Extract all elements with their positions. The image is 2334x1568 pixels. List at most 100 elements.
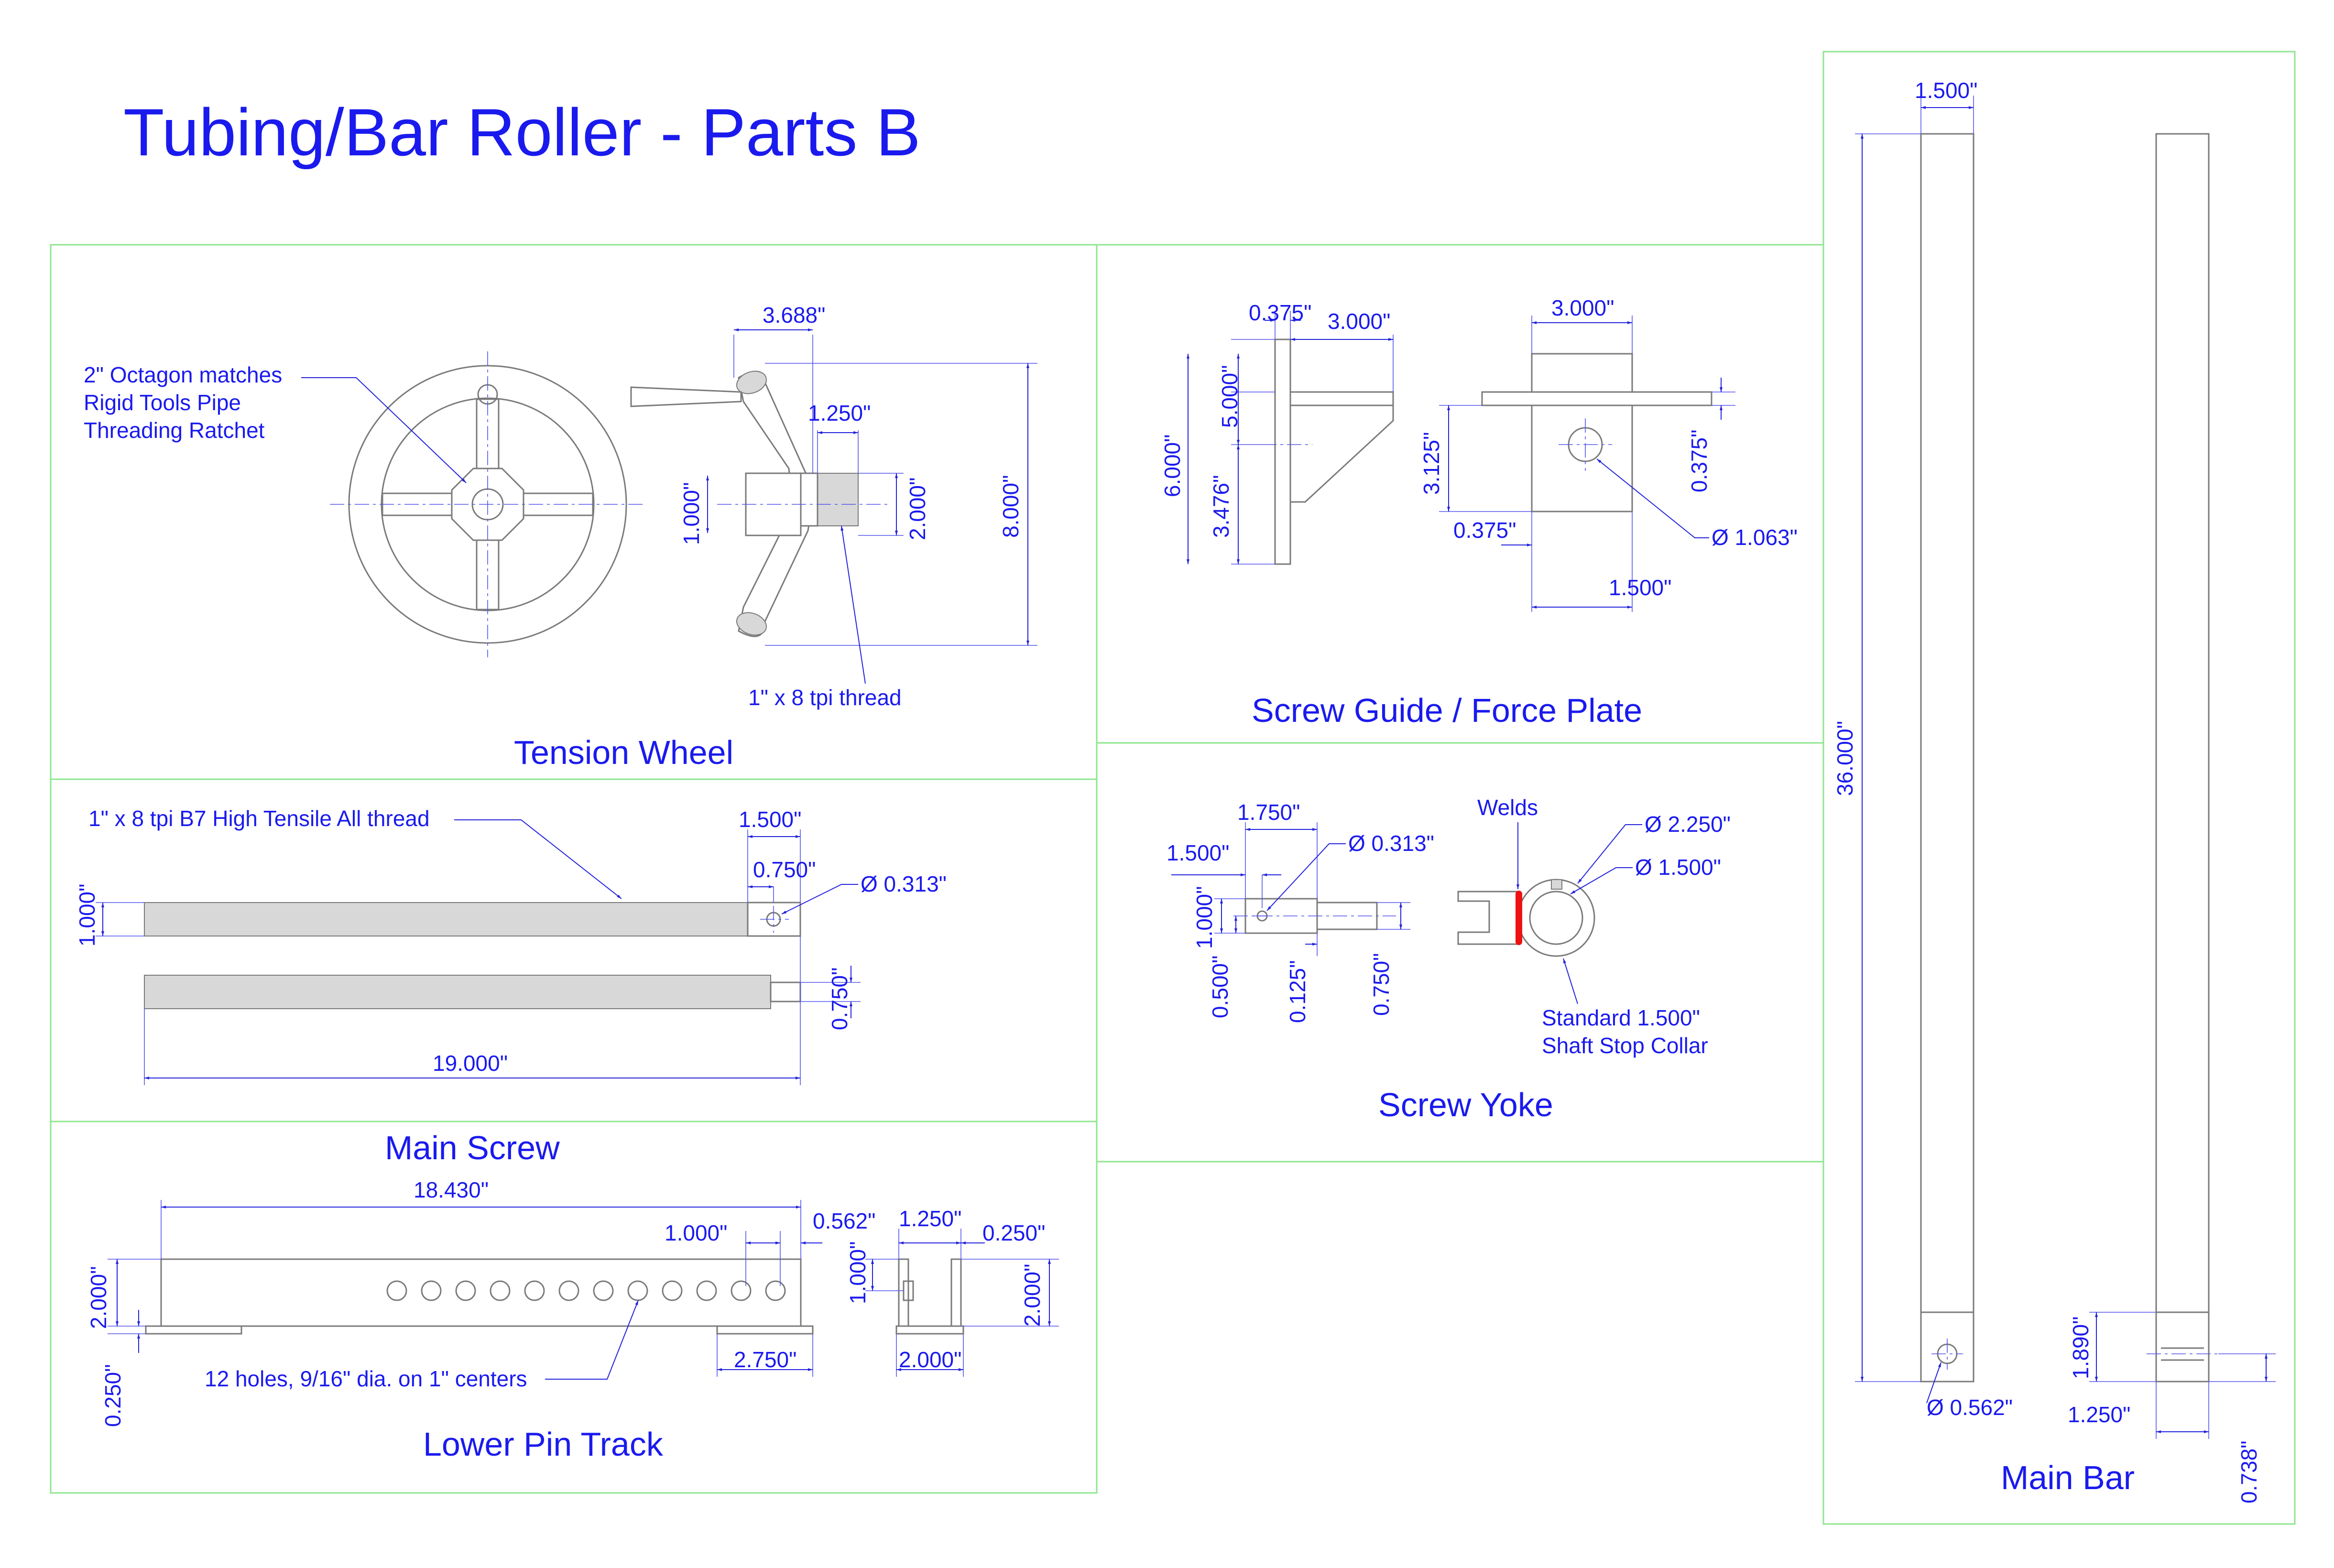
guide-top-flange [1289,391,1394,406]
wheel-thread-stub [817,473,859,526]
track-hole [765,1280,786,1301]
bar-side [2155,133,2210,1383]
screw-dim-length: 19.000" [433,1051,508,1076]
screw-dim-hole-position: 0.750" [753,857,816,882]
lower-pin-track-label: Lower Pin Track [423,1426,664,1463]
bar-dim-hole-dia: Ø 0.562" [1927,1395,2013,1420]
guide-dim-plate-height: 6.000" [1160,435,1185,497]
frame-lower-pin-track [50,1121,1098,1494]
track-end-dim-base: 2.000" [899,1347,961,1372]
track-end-base [895,1325,964,1335]
wheel-collar-side [800,472,818,527]
screw-guide-view: 0.375" 3.000" 6.000" 5.000" 3.476" 3.000… [1160,295,1798,729]
track-end-dim-pin-height: 1.000" [845,1241,870,1304]
tension-wheel-view: 3.688" 1.250" 1.000" 2.000" 8.000" 2" Oc… [84,303,1037,771]
track-foot-left [145,1325,242,1335]
screw-note: 1" x 8 tpi B7 High Tensile All thread [88,806,430,831]
wheel-dim-thread-dia: 1.000" [679,482,704,545]
track-hole [490,1280,511,1301]
yoke-dim-half-height: 0.500" [1208,956,1232,1018]
yoke-note-collar-1: Standard 1.500" [1542,1005,1700,1030]
screw-dim-hole-dia: Ø 0.313" [861,871,947,896]
track-hole [662,1280,683,1301]
wheel-dim-hub-length: 1.250" [808,401,871,425]
track-dim-hole-spacing: 1.000" [665,1220,727,1245]
main-screw-view: 1" x 8 tpi B7 High Tensile All thread 1.… [75,806,947,1166]
frame-main-bar [1822,51,2296,1525]
bar-dim-hole-offset: 0.738" [2236,1441,2261,1503]
track-end-flange-r [950,1258,962,1327]
guide-plate-front [1531,353,1633,512]
track-hole [524,1280,545,1301]
yoke-dim-stub-dia: 0.750" [1369,953,1394,1016]
yoke-note-collar-2: Shaft Stop Collar [1542,1033,1708,1058]
screw-dim-end-dia: 0.750" [827,968,852,1030]
bar-dim-width: 1.500" [1915,78,1977,103]
track-dim-foot-thk: 0.250" [100,1364,125,1427]
lower-pin-track-view: 18.430" 1.000" 0.562" 2.000" 0.250" 2.75… [86,1177,1059,1463]
guide-dim-flange-width: 3.000" [1328,309,1390,334]
bar-side-end [2155,1311,2210,1383]
wheel-note-octagon-1: 2" Octagon matches [84,362,282,387]
track-dim-foot-length: 2.750" [734,1347,796,1372]
screw-dim-end-length: 1.500" [739,807,801,832]
track-hole [558,1280,579,1301]
main-bar-view: 1.500" 36.000" Ø 0.562" 1.890" 1.250" 0.… [1832,78,2276,1503]
guide-dim-plate-thk: 0.375" [1249,300,1311,325]
guide-dim-front-thk: 0.375" [1453,518,1516,543]
track-end-dim-flange-thk: 0.250" [982,1220,1045,1245]
guide-dim-front-width: 3.000" [1551,295,1614,320]
track-end-dim-height: 2.000" [1020,1264,1045,1327]
yoke-note-welds: Welds [1477,795,1538,820]
track-dim-end-offset: 0.562" [813,1209,875,1233]
wheel-note-thread: 1" x 8 tpi thread [748,685,902,710]
track-hole [593,1280,614,1301]
track-hole [386,1280,407,1301]
sheet-title: Tubing/Bar Roller - Parts B [123,95,921,170]
yoke-dim-hole-position: 1.500" [1167,840,1229,865]
track-foot-right [716,1325,814,1335]
wheel-dim-width: 3.688" [763,303,825,327]
screw-end-bottom [770,981,801,1002]
wheel-dim-diameter: 8.000" [998,475,1023,538]
guide-dim-front-height: 3.125" [1419,432,1444,495]
wheel-handle-lever [630,386,742,407]
screw-thread-top [144,902,748,936]
guide-dim-hole-dia: Ø 1.063" [1712,525,1798,550]
wheel-knob-top [736,370,767,394]
track-bar [160,1258,802,1327]
main-screw-label: Main Screw [385,1129,560,1166]
track-end-dim-width: 1.250" [899,1206,961,1231]
yoke-fork [1457,891,1506,945]
guide-gusset [1289,404,1394,503]
track-note-holes: 12 holes, 9/16" dia. on 1" centers [205,1366,527,1391]
track-hole [731,1280,752,1301]
yoke-dim-body-height: 1.000" [1192,886,1217,949]
screw-guide-label: Screw Guide / Force Plate [1252,692,1642,729]
tension-wheel-label: Tension Wheel [514,734,733,771]
screw-dim-thread-dia: 1.000" [75,884,99,947]
track-hole [421,1280,442,1301]
yoke-collar-inner [1529,891,1583,945]
wheel-knob-bottom [736,612,767,636]
view-frames [50,51,2296,1525]
wheel-note-octagon-3: Threading Ratchet [84,418,265,443]
yoke-dim-collar-od: Ø 2.250" [1645,812,1731,837]
bar-front-end [1920,1311,1974,1383]
bar-front [1920,133,1974,1383]
wheel-dim-hub-dia: 2.000" [905,478,930,540]
guide-plate-side [1274,338,1291,565]
screw-yoke-view: 1.750" 1.500" Ø 0.313" 1.000" 0.500" 0.1… [1167,795,1731,1123]
main-bar-label: Main Bar [2001,1459,2135,1496]
guide-flange-front [1481,391,1712,406]
track-holes [386,1280,786,1301]
guide-dim-flange-to-center: 5.000" [1217,365,1242,428]
track-dim-length: 18.430" [414,1177,489,1202]
guide-dim-bottom-width: 1.500" [1609,575,1671,600]
yoke-dim-body-length: 1.750" [1237,800,1300,825]
yoke-collar-setscrew [1551,879,1562,890]
bar-dim-end-width: 1.250" [2068,1402,2130,1427]
bar-dim-end-length: 1.890" [2068,1317,2093,1379]
guide-dim-flange-thk: 0.375" [1687,430,1712,492]
wheel-note-octagon-2: Rigid Tools Pipe [84,390,241,415]
